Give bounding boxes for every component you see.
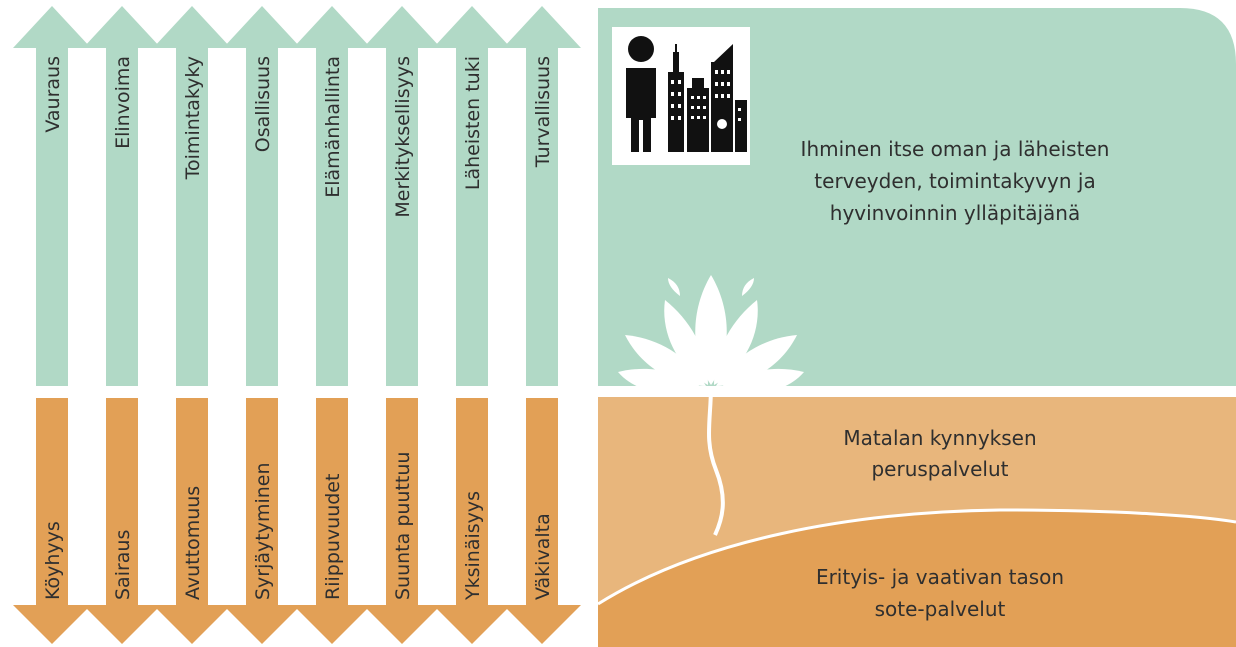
negative-label: Sairaus (112, 530, 134, 600)
negative-label: Väkivalta (532, 513, 554, 600)
lotus-stem (707, 385, 725, 536)
up-arrow (363, 6, 441, 386)
positive-label: Toimintakyky (182, 56, 204, 180)
bottom-text-line-2: sote-palvelut (875, 597, 1006, 621)
positive-label: Osallisuus (252, 56, 274, 152)
up-arrow (153, 6, 231, 386)
positive-label: Turvallisuus (532, 56, 554, 168)
negative-label: Avuttomuus (182, 486, 204, 600)
dark-orange-hill (598, 510, 1236, 647)
middle-text-line-2: peruspalvelut (871, 457, 1008, 481)
positive-label: Läheisten tuki (462, 56, 484, 190)
arrows-area: VaurausKöyhyysElinvoimaSairausToimintaky… (13, 6, 581, 644)
person-city-icon (612, 27, 750, 165)
up-arrow (293, 6, 371, 386)
negative-label: Suunta puuttuu (392, 452, 414, 600)
down-arrow (13, 398, 91, 644)
up-arrow (223, 6, 301, 386)
down-arrow (363, 398, 441, 644)
positive-label: Vauraus (42, 56, 64, 133)
negative-label: Yksinäisyys (462, 491, 484, 601)
down-arrow (83, 398, 161, 644)
top-text-line-3: hyvinvoinnin ylläpitäjänä (830, 201, 1080, 225)
up-arrow (83, 6, 161, 386)
positive-label: Merkityksellisyys (392, 56, 414, 218)
bottom-text-line-1: Erityis- ja vaativan tason (816, 565, 1064, 589)
green-panel (598, 8, 1236, 386)
top-text-line-2: terveyden, toimintakyvyn ja (814, 169, 1095, 193)
down-arrow (153, 398, 231, 644)
down-arrow (433, 398, 511, 644)
negative-label: Köyhyys (42, 521, 64, 600)
hill-outline (597, 508, 1236, 606)
top-text-line-1: Ihminen itse oman ja läheisten (801, 137, 1110, 161)
up-arrow (503, 6, 581, 386)
down-arrow (293, 398, 371, 644)
negative-label: Syrjäytyminen (252, 462, 274, 600)
up-arrow (433, 6, 511, 386)
down-arrow (503, 398, 581, 644)
lotus-flower-icon (618, 275, 804, 395)
positive-label: Elinvoima (112, 56, 134, 149)
positive-label: Elämänhallinta (322, 56, 344, 198)
up-arrow (13, 6, 91, 386)
middle-text-line-1: Matalan kynnyksen (843, 426, 1036, 450)
down-arrow (223, 398, 301, 644)
negative-label: Riippuvuudet (322, 474, 344, 600)
